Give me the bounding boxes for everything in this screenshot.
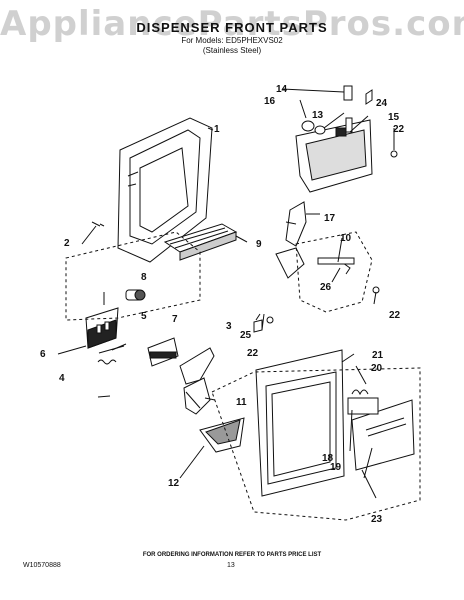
- part-10: [317, 257, 355, 275]
- callout-8: 8: [141, 272, 147, 283]
- front-panel-part: [255, 349, 345, 497]
- callout-19: 19: [330, 462, 342, 473]
- callout-25: 25: [240, 330, 252, 341]
- callout-9: 9: [256, 239, 262, 250]
- screw-22c: [266, 316, 274, 324]
- ordering-info: FOR ORDERING INFORMATION REFER TO PARTS …: [142, 552, 322, 558]
- callout-12: 12: [168, 478, 180, 489]
- screw-2: [91, 221, 105, 227]
- part-17: [275, 201, 307, 279]
- callout-3: 3: [226, 321, 232, 332]
- frame-part: [117, 117, 213, 263]
- part-20: [347, 389, 379, 415]
- callout-18: 18: [322, 453, 334, 464]
- part-6: [85, 292, 119, 349]
- callout-16: 16: [264, 96, 276, 107]
- model-line: For Models: ED5PHEXVS02: [181, 36, 283, 45]
- callout-21: 21: [372, 350, 384, 361]
- callout-10: 10: [340, 233, 352, 244]
- part-11: [179, 347, 215, 415]
- callout-7: 7: [172, 314, 178, 325]
- diagram-title: DISPENSER FRONT PARTS: [136, 20, 328, 35]
- callout-26: 26: [320, 282, 332, 293]
- part-7: [147, 337, 179, 367]
- part-12: [199, 417, 245, 453]
- callout-2: 2: [64, 238, 70, 249]
- part-3: [253, 319, 263, 333]
- callout-6: 6: [40, 349, 46, 360]
- callout-4: 4: [59, 373, 65, 384]
- callout-14: 14: [276, 84, 288, 95]
- drip-tray-part: [163, 223, 238, 261]
- part-24: [365, 89, 373, 105]
- part-8: [125, 289, 146, 301]
- finish-line: (Stainless Steel): [202, 46, 262, 55]
- callout-24: 24: [376, 98, 388, 109]
- watermark: AppliancePartsPros.com: [0, 4, 464, 44]
- document-number: W10570888: [23, 562, 61, 569]
- callout-11: 11: [236, 397, 247, 408]
- page-number: 13: [227, 562, 235, 569]
- part-13: [314, 125, 326, 135]
- callout-20: 20: [371, 363, 383, 374]
- callout-13: 13: [312, 110, 324, 121]
- callout-22-low: 22: [247, 348, 259, 359]
- callout-22-top: 22: [393, 124, 405, 135]
- callout-22-mid: 22: [389, 310, 401, 321]
- part-15: [295, 117, 373, 193]
- callout-17: 17: [324, 213, 336, 224]
- control-panel-part: [351, 399, 415, 471]
- callout-23: 23: [371, 514, 383, 525]
- part-14: [343, 85, 353, 101]
- callout-5: 5: [141, 311, 147, 322]
- callout-1: 1: [214, 124, 220, 135]
- part-16: [301, 120, 315, 132]
- screw-22a: [390, 150, 398, 158]
- callout-15: 15: [388, 112, 400, 123]
- spring-part: [97, 359, 117, 365]
